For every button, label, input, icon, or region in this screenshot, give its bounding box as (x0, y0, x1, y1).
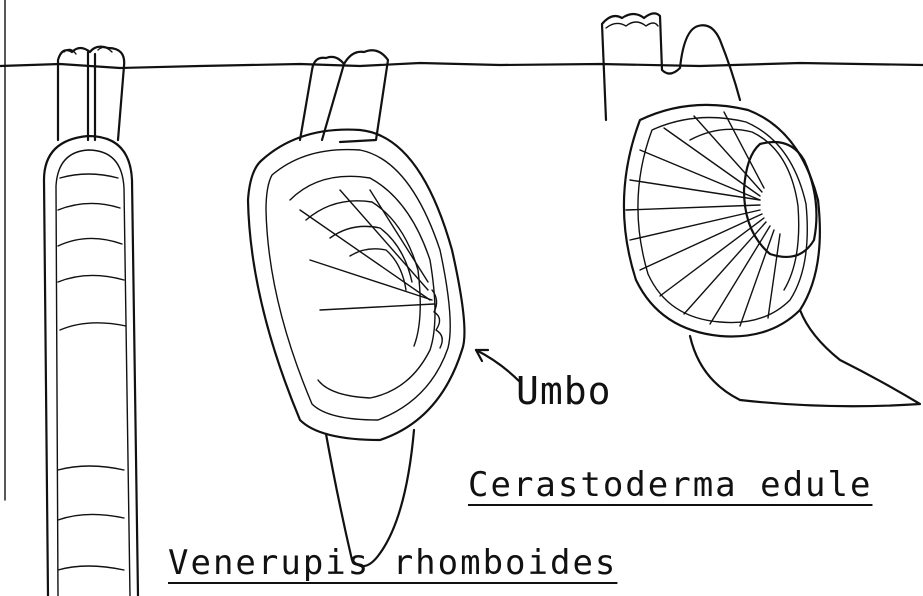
umbo-arrow (476, 350, 520, 382)
cerastoderma-drawing (602, 13, 920, 406)
species-label-cerastoderma: Cerastoderma edule (468, 468, 872, 502)
species-label-venerupis: Venerupis rhomboides (168, 546, 617, 580)
sediment-surface-line (0, 63, 923, 68)
razor-shell-drawing (44, 47, 138, 596)
umbo-label: Umbo (516, 372, 612, 410)
